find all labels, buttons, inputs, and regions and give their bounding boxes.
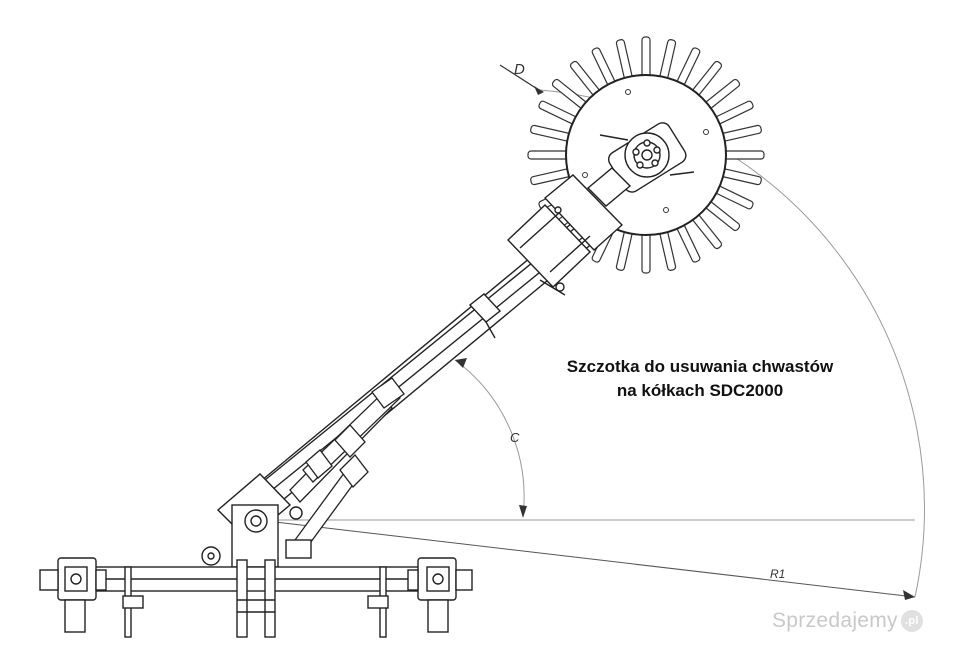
radius-label: R1 xyxy=(770,567,785,581)
r1-arrowhead xyxy=(903,590,915,600)
base-frame xyxy=(94,559,441,638)
bristle xyxy=(641,36,651,80)
left-wheel-assembly xyxy=(39,557,107,633)
bristle xyxy=(719,168,762,186)
bristle xyxy=(615,39,633,82)
dimension-arrows xyxy=(455,86,915,600)
pivot-mount xyxy=(201,473,312,568)
angle-c-arc xyxy=(454,359,525,517)
angle-arrowhead-upper xyxy=(455,358,467,368)
bristle xyxy=(615,228,633,271)
arm-head-bracket xyxy=(507,167,632,296)
bristle xyxy=(530,124,573,142)
bristle xyxy=(719,124,762,142)
watermark-badge: .pl xyxy=(900,610,923,632)
diameter-leader-line xyxy=(499,64,543,93)
angle-arrowhead-lower xyxy=(519,505,527,518)
caption-line-2: na kółkach SDC2000 xyxy=(616,381,784,400)
bristle xyxy=(527,150,571,160)
bristle xyxy=(641,230,651,274)
angle-label: C xyxy=(510,430,520,445)
watermark-text: Sprzedajemy xyxy=(772,609,898,632)
caption-line-1: Szczotka do usuwania chwastów xyxy=(566,357,834,376)
watermark: Sprzedajemy .pl xyxy=(772,606,923,636)
diameter-label: D xyxy=(514,61,525,78)
product-caption: Szczotka do usuwania chwastów na kółkach… xyxy=(520,355,880,403)
radius-r1-line xyxy=(257,519,916,598)
hydraulic-cylinders xyxy=(289,377,405,551)
hydraulic-motor xyxy=(599,122,695,193)
bristle xyxy=(659,39,677,82)
right-wheel-assembly xyxy=(407,557,473,633)
bristle xyxy=(721,150,765,160)
bristle xyxy=(659,228,677,271)
